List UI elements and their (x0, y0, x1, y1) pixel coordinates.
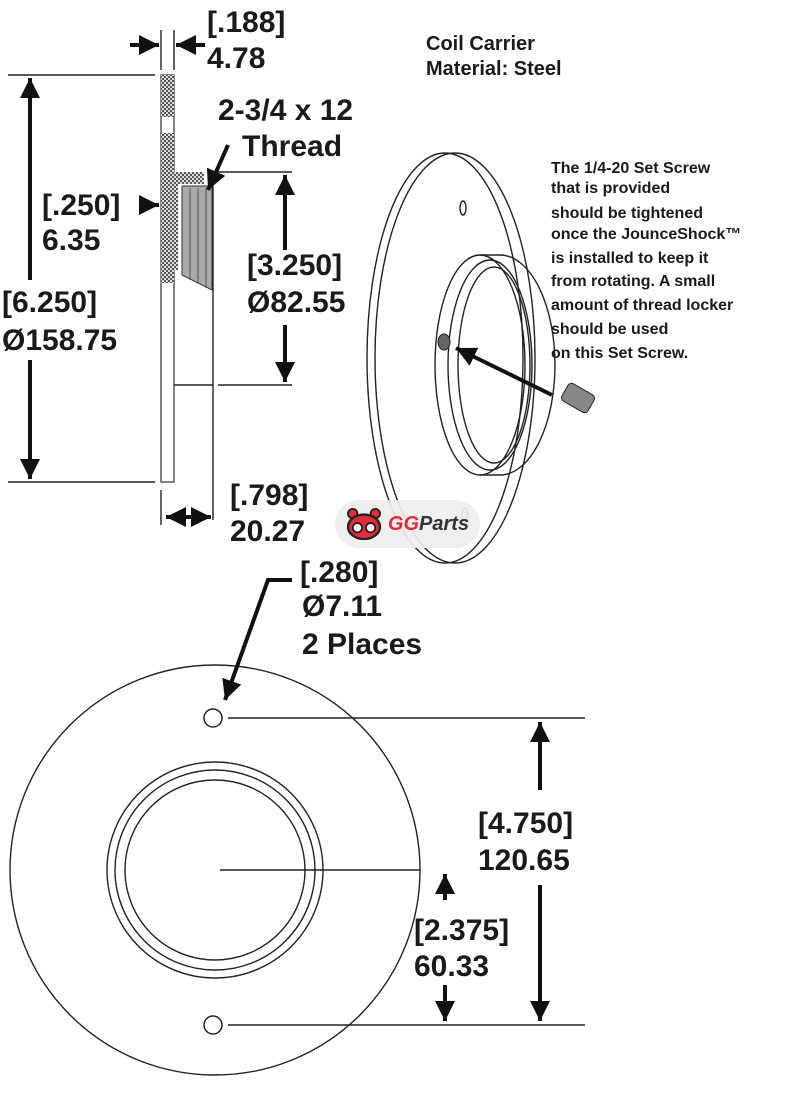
plate-thickness-mm: 4.78 (207, 42, 265, 75)
hole-spacing-mm: 120.65 (478, 844, 570, 877)
watermark-logo: GGParts (335, 500, 480, 548)
hole-offset-mm: 60.33 (414, 950, 489, 983)
plate-thickness-inch: [.188] (207, 6, 285, 39)
depth-inch: [.798] (230, 479, 308, 512)
hole-offset-inch: [2.375] (414, 914, 509, 947)
hub-diameter-inch: [3.250] (247, 249, 342, 282)
side-view: [.188] 4.78 2-3/4 x 12 Thread [.250] 6.3… (2, 6, 353, 548)
outer-diameter-mm: Ø158.75 (2, 324, 117, 357)
hole-diameter-inch: [.280] (300, 556, 378, 589)
brand-b: Parts (419, 512, 470, 535)
svg-text:should be used: should be used (551, 321, 668, 338)
hub-diameter-mm: Ø82.55 (247, 286, 345, 319)
depth-mm: 20.27 (230, 515, 305, 548)
title-text: Coil Carrier (426, 33, 535, 55)
title-block: Coil Carrier Material: Steel (426, 33, 562, 80)
material-text: Material: Steel (426, 58, 562, 80)
svg-text:amount of thread locker: amount of thread locker (551, 297, 733, 314)
hole-count: 2 Places (302, 628, 422, 661)
svg-text:should be tightened: should be tightened (551, 205, 703, 222)
brand-a: GG (387, 512, 420, 535)
wall-mm: 6.35 (42, 224, 100, 257)
svg-text:once the JounceShock™: once the JounceShock™ (551, 226, 741, 243)
svg-text:The 1/4-20 Set Screw: The 1/4-20 Set Screw (551, 160, 711, 177)
outer-diameter-inch: [6.250] (2, 286, 97, 319)
svg-text:is installed to keep it: is installed to keep it (551, 250, 709, 267)
set-screw-icon (560, 382, 596, 414)
hole-diameter-mm: Ø7.11 (302, 590, 382, 623)
front-view: [.280] Ø7.11 2 Places [4.750] 120.65 [2.… (9, 556, 585, 1076)
mascot-icon (346, 508, 382, 540)
svg-text:on this Set Screw.: on this Set Screw. (551, 345, 688, 362)
set-screw-note: The 1/4-20 Set Screw that is provided sh… (551, 160, 741, 362)
wall-inch: [.250] (42, 189, 120, 222)
thread-label: Thread (242, 130, 342, 163)
hole-spacing-inch: [4.750] (478, 807, 573, 840)
svg-text:from rotating. A small: from rotating. A small (551, 273, 715, 290)
thread-spec: 2-3/4 x 12 (218, 94, 353, 127)
perspective-view: The 1/4-20 Set Screw that is provided sh… (366, 152, 741, 564)
watermark-text: GGParts (388, 513, 469, 536)
svg-text:that is provided: that is provided (551, 180, 670, 197)
